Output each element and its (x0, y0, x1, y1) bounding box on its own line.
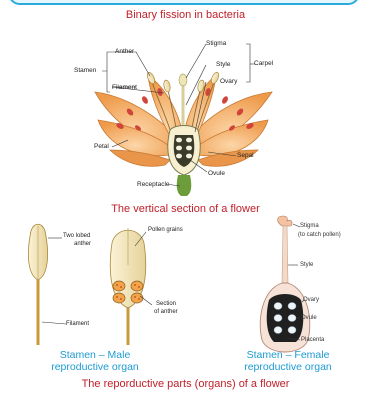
flower-section-caption: The vertical section of a flower (0, 203, 371, 215)
label-carpel-stigma-note: (to catch pollen) (298, 231, 341, 239)
label-section: Section (156, 300, 176, 308)
label-stigma: Stigma (206, 40, 226, 48)
label-sepal: Sepal (237, 152, 254, 160)
reproductive-parts-caption: The reporductive parts (organs) of a flo… (0, 378, 371, 390)
stamen-caption-line1: Stamen – Male (40, 349, 150, 361)
label-receptacle: Receptacle (137, 181, 170, 189)
stamen-caption-line2: reproductive organ (40, 361, 150, 373)
label-ovule: Ovule (208, 170, 225, 178)
flower-ovary (168, 126, 200, 176)
label-style: Style (216, 61, 230, 69)
label-carpel-placenta: Placenta (301, 336, 324, 344)
carpel-caption-line1: Stamen – Female (228, 349, 348, 361)
label-carpel-ovary: Ovary (303, 296, 319, 304)
label-carpel-stigma: Stigma (300, 222, 319, 230)
flower-receptacle (177, 175, 191, 196)
label-two-lobed: Two lobed (63, 232, 90, 240)
flower-stigma (179, 74, 187, 86)
label-carpel: Carpel (254, 60, 273, 68)
label-two-lobed-anther: anther (74, 240, 91, 248)
label-pollen-grains: Pollen grains (148, 226, 183, 234)
label-stamen-filament: Filament (66, 320, 89, 328)
label-carpel-style: Style (300, 261, 313, 269)
label-of-anther: of anther (154, 308, 178, 316)
label-anther: Anther (115, 48, 134, 56)
label-stamen: Stamen (74, 67, 96, 75)
carpel-caption-line2: reproductive organ (228, 361, 348, 373)
stamen-whole (28, 224, 47, 345)
label-filament: Filament (112, 84, 137, 92)
anther-section (110, 228, 145, 345)
label-carpel-ovule: Ovule (301, 314, 317, 322)
label-ovary: Ovary (220, 78, 237, 86)
label-petal: Petal (94, 143, 109, 151)
